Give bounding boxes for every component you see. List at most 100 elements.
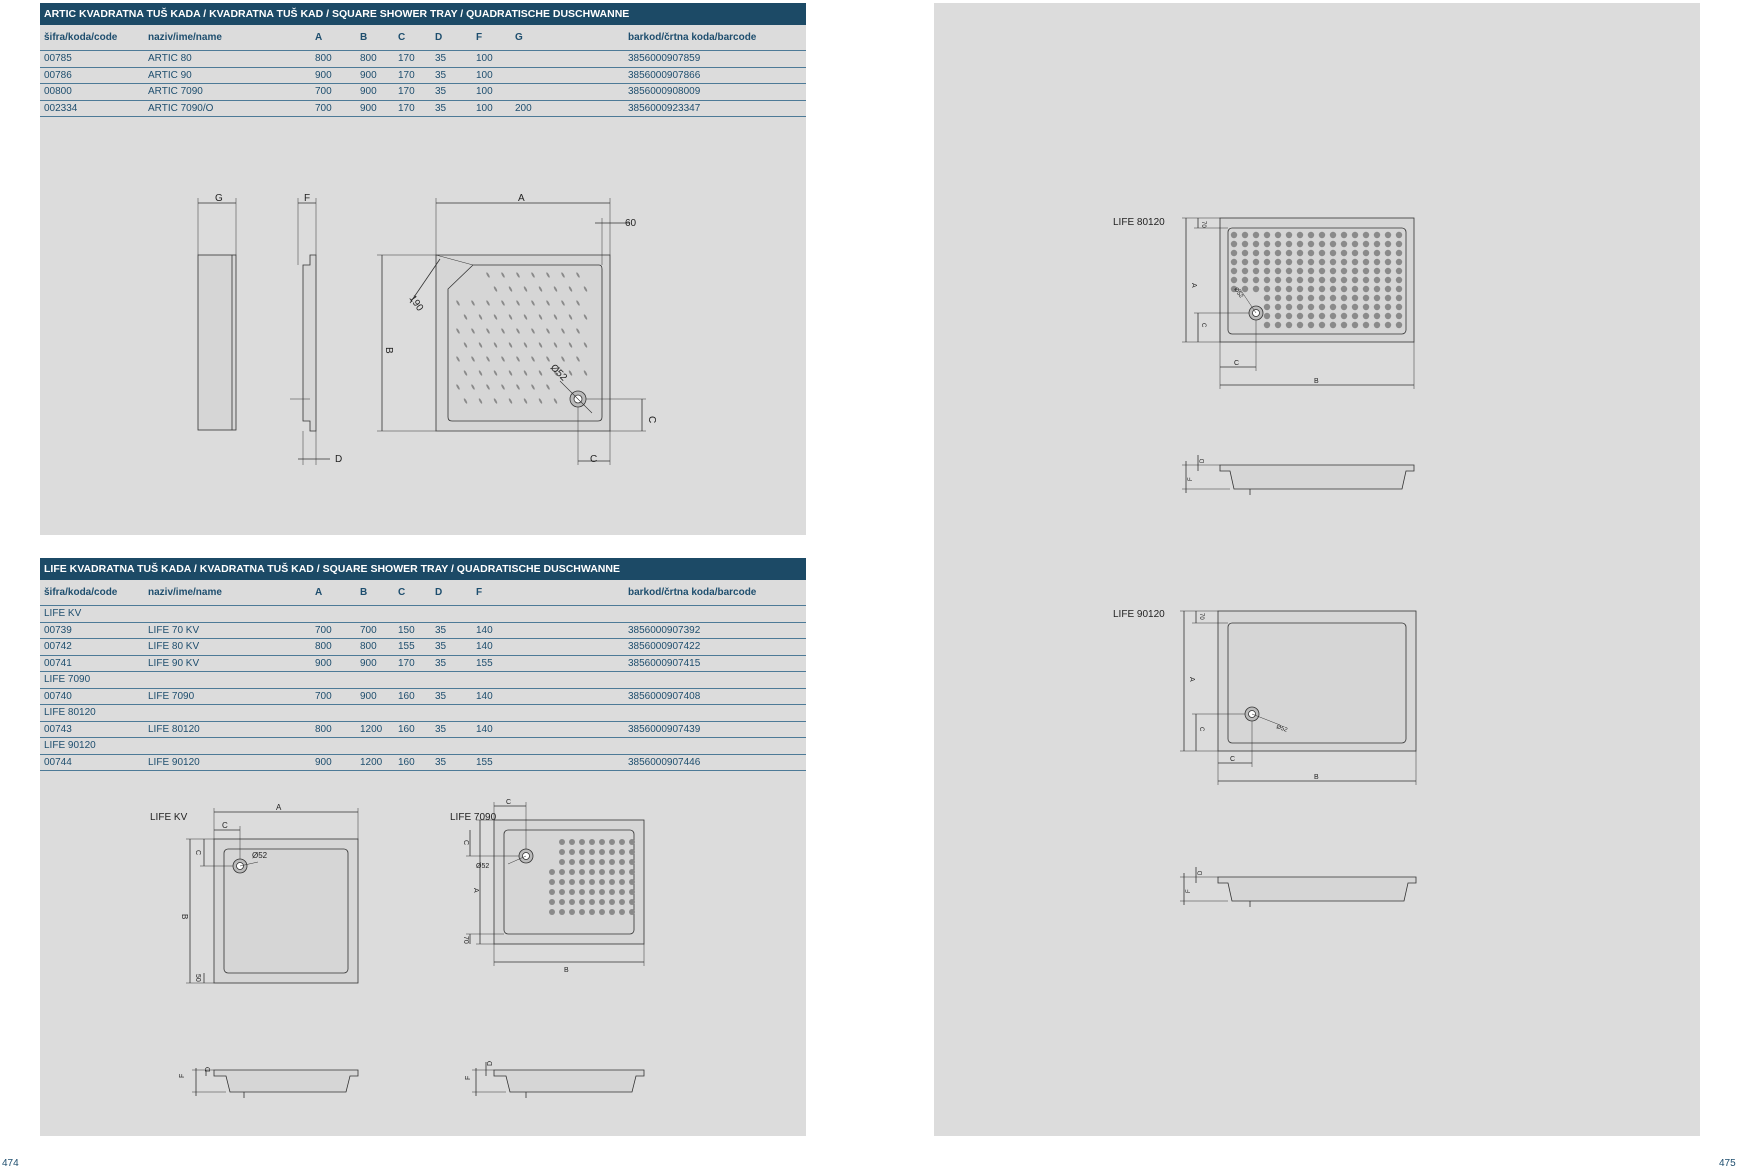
table-cell [311, 737, 356, 755]
antislip-dot [1362, 249, 1370, 257]
table-cell: 00743 [40, 721, 144, 738]
antislip-dot [589, 849, 595, 855]
antislip-dot [589, 889, 595, 895]
dim-label-70: 70 [462, 936, 469, 944]
antislip-dot [1340, 258, 1348, 266]
antislip-dot [583, 370, 588, 376]
table-cell: 35 [431, 754, 472, 771]
table-cell: 800 [311, 638, 356, 656]
antislip-dot [1296, 303, 1304, 311]
antislip-dot [471, 328, 475, 334]
antislip-dot [523, 370, 528, 376]
table-cell: 35 [431, 721, 472, 738]
table-cell [511, 704, 624, 722]
antislip-dot [1351, 294, 1359, 302]
dim-label-190: 190 [407, 293, 426, 313]
table-cell: 170 [394, 50, 431, 68]
table-cell: 3856000907415 [624, 655, 806, 672]
table-cell: 700 [311, 622, 356, 639]
dim-label-b: B [564, 967, 569, 974]
table-cell: 35 [431, 67, 472, 84]
dim-label-f: F [304, 193, 310, 204]
antislip-dot [523, 342, 528, 348]
antislip-dot [549, 909, 555, 915]
table-cell: 3856000907422 [624, 638, 806, 656]
antislip-dot [493, 286, 498, 292]
table-cell: 00785 [40, 50, 144, 68]
table-cell [511, 655, 624, 672]
antislip-dot [1285, 285, 1293, 293]
table-cell: 35 [431, 688, 472, 705]
antislip-dot [589, 839, 595, 845]
life-spec-table: šifra/koda/code naziv/ime/name A B C D F… [40, 580, 806, 771]
life-title: LIFE KVADRATNA TUŠ KADA / KVADRATNA TUŠ … [40, 558, 806, 580]
antislip-dot [1373, 240, 1381, 248]
antislip-dot [523, 398, 528, 404]
antislip-dot [531, 272, 535, 278]
dim-label-50: 50 [194, 974, 201, 982]
antislip-dot [1241, 267, 1249, 275]
antislip-dot [599, 879, 605, 885]
antislip-dot [559, 889, 565, 895]
antislip-dot [1318, 285, 1326, 293]
antislip-dot [1296, 249, 1304, 257]
antislip-dot [1263, 267, 1271, 275]
antislip-dot [579, 869, 585, 875]
table-cell: 900 [356, 67, 394, 84]
antislip-dot [619, 899, 625, 905]
table-cell [144, 737, 311, 755]
table-cell: 100 [472, 50, 511, 68]
antislip-dot [629, 909, 635, 915]
column-header: F [472, 580, 511, 606]
column-header: G [511, 25, 624, 51]
table-cell [431, 704, 472, 722]
table-cell: 002334 [40, 100, 144, 117]
antislip-dot [516, 300, 520, 306]
dim-label-c-side: C [1198, 727, 1204, 732]
antislip-dot [1362, 276, 1370, 284]
antislip-dot [1241, 276, 1249, 284]
table-cell: 35 [431, 83, 472, 101]
dim-label-a: A [276, 803, 282, 812]
antislip-dot [1340, 303, 1348, 311]
table-cell: 3856000907408 [624, 688, 806, 705]
antislip-dot [609, 839, 615, 845]
antislip-dot [589, 879, 595, 885]
life-90120-drawing: A 70 C C B Ø52 F D [1180, 610, 1417, 907]
antislip-dot [1362, 267, 1370, 275]
antislip-dot [1307, 294, 1315, 302]
antislip-dot [629, 899, 635, 905]
antislip-dot [589, 859, 595, 865]
table-cell: LIFE 90120 [144, 754, 311, 771]
antislip-dot [1252, 285, 1260, 293]
antislip-dot [569, 849, 575, 855]
dim-label-c-side: C [194, 850, 201, 855]
antislip-dot [609, 889, 615, 895]
table-cell: 800 [311, 721, 356, 738]
dim-label-f: F [465, 1076, 472, 1080]
antislip-dot [553, 398, 558, 404]
table-cell: 3856000907859 [624, 50, 806, 68]
antislip-dot [1340, 249, 1348, 257]
antislip-dot [1274, 258, 1282, 266]
table-cell: 155 [472, 754, 511, 771]
dim-label-a: A [518, 193, 525, 204]
dim-label-drain: Ø52 [252, 851, 268, 860]
antislip-dot [629, 889, 635, 895]
table-cell: 35 [431, 655, 472, 672]
antislip-dot [1351, 231, 1359, 239]
antislip-dot [1384, 294, 1392, 302]
antislip-dot [516, 356, 520, 362]
artic-drawing: G F A 60 B 190 Ø52 D C C [197, 193, 657, 465]
antislip-dot [1384, 249, 1392, 257]
antislip-dot [1340, 231, 1348, 239]
antislip-dot [609, 899, 615, 905]
antislip-dot [1384, 321, 1392, 329]
table-cell: 900 [356, 83, 394, 101]
antislip-dot [1318, 276, 1326, 284]
column-header: naziv/ime/name [144, 25, 311, 51]
antislip-dot [609, 849, 615, 855]
